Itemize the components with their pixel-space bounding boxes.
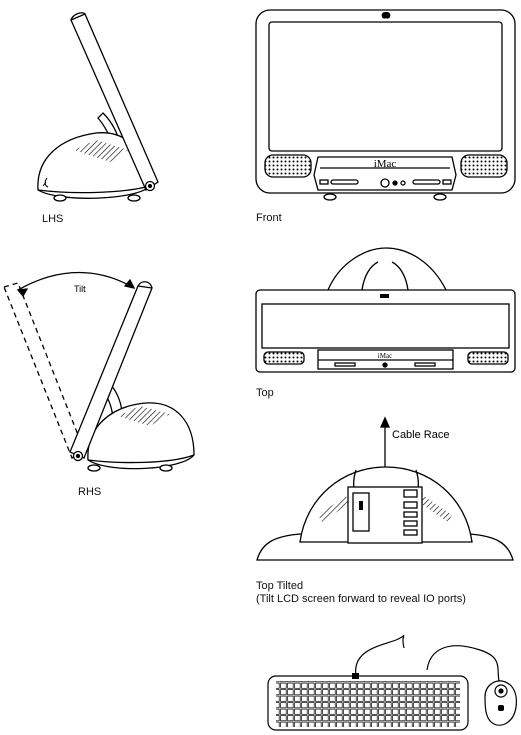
tilt-label: Tilt — [74, 284, 86, 294]
cable-race-label: Cable Race — [392, 429, 449, 441]
keyboard-and-mouse — [267, 635, 517, 731]
rhs-side-view — [3, 271, 195, 472]
top-view: iMac — [255, 247, 516, 373]
front-label: Front — [256, 212, 282, 224]
lhs-side-view — [37, 12, 159, 202]
rhs-label: RHS — [78, 486, 102, 498]
top-tilted-note: (Tilt LCD screen forward to reveal IO po… — [256, 593, 466, 605]
lhs-label: LHS — [42, 213, 64, 225]
top-tilted-view — [256, 416, 514, 561]
top-brand-text: iMac — [378, 352, 392, 360]
top-label: Top — [256, 387, 274, 399]
front-view: iMac — [255, 9, 516, 201]
top-tilted-label: Top Tilted — [256, 580, 304, 592]
front-brand-text: iMac — [374, 158, 397, 170]
